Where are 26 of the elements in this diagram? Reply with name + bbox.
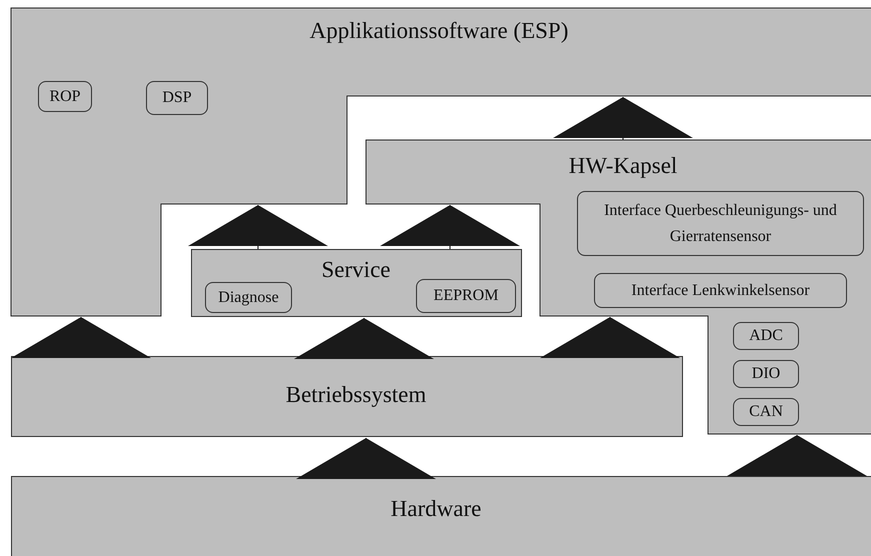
module-box: ADC — [733, 322, 799, 350]
layer-title: Betriebssystem — [286, 383, 426, 406]
module-box: Interface Querbeschleunigungs- und Gierratensensor — [577, 191, 864, 256]
layer-title: Service — [322, 258, 390, 281]
module-box: Interface Lenkwinkelsensor — [594, 273, 847, 308]
layer-panel — [11, 356, 683, 437]
layer-panel — [191, 249, 522, 317]
layer-arrow — [540, 316, 680, 358]
layer-arrow — [553, 96, 693, 140]
layer-arrow — [380, 204, 520, 250]
module-box: DSP — [146, 81, 208, 115]
layer-arrow — [727, 434, 867, 476]
layer-arrow — [296, 438, 436, 479]
layer-panel — [11, 8, 871, 317]
layer-panel — [11, 476, 871, 556]
layer-arrow — [294, 318, 434, 359]
layer-arrow — [188, 204, 328, 250]
layer-title: Hardware — [390, 497, 482, 520]
layer-title: HW-Kapsel — [568, 154, 678, 177]
module-box: CAN — [733, 398, 799, 426]
module-box: EEPROM — [416, 279, 516, 313]
layer-title: Applikationssoftware (ESP) — [310, 19, 568, 42]
layer-arrow — [11, 316, 151, 358]
module-box: Diagnose — [205, 282, 292, 313]
module-box: ROP — [38, 81, 92, 112]
module-box: DIO — [733, 360, 799, 388]
